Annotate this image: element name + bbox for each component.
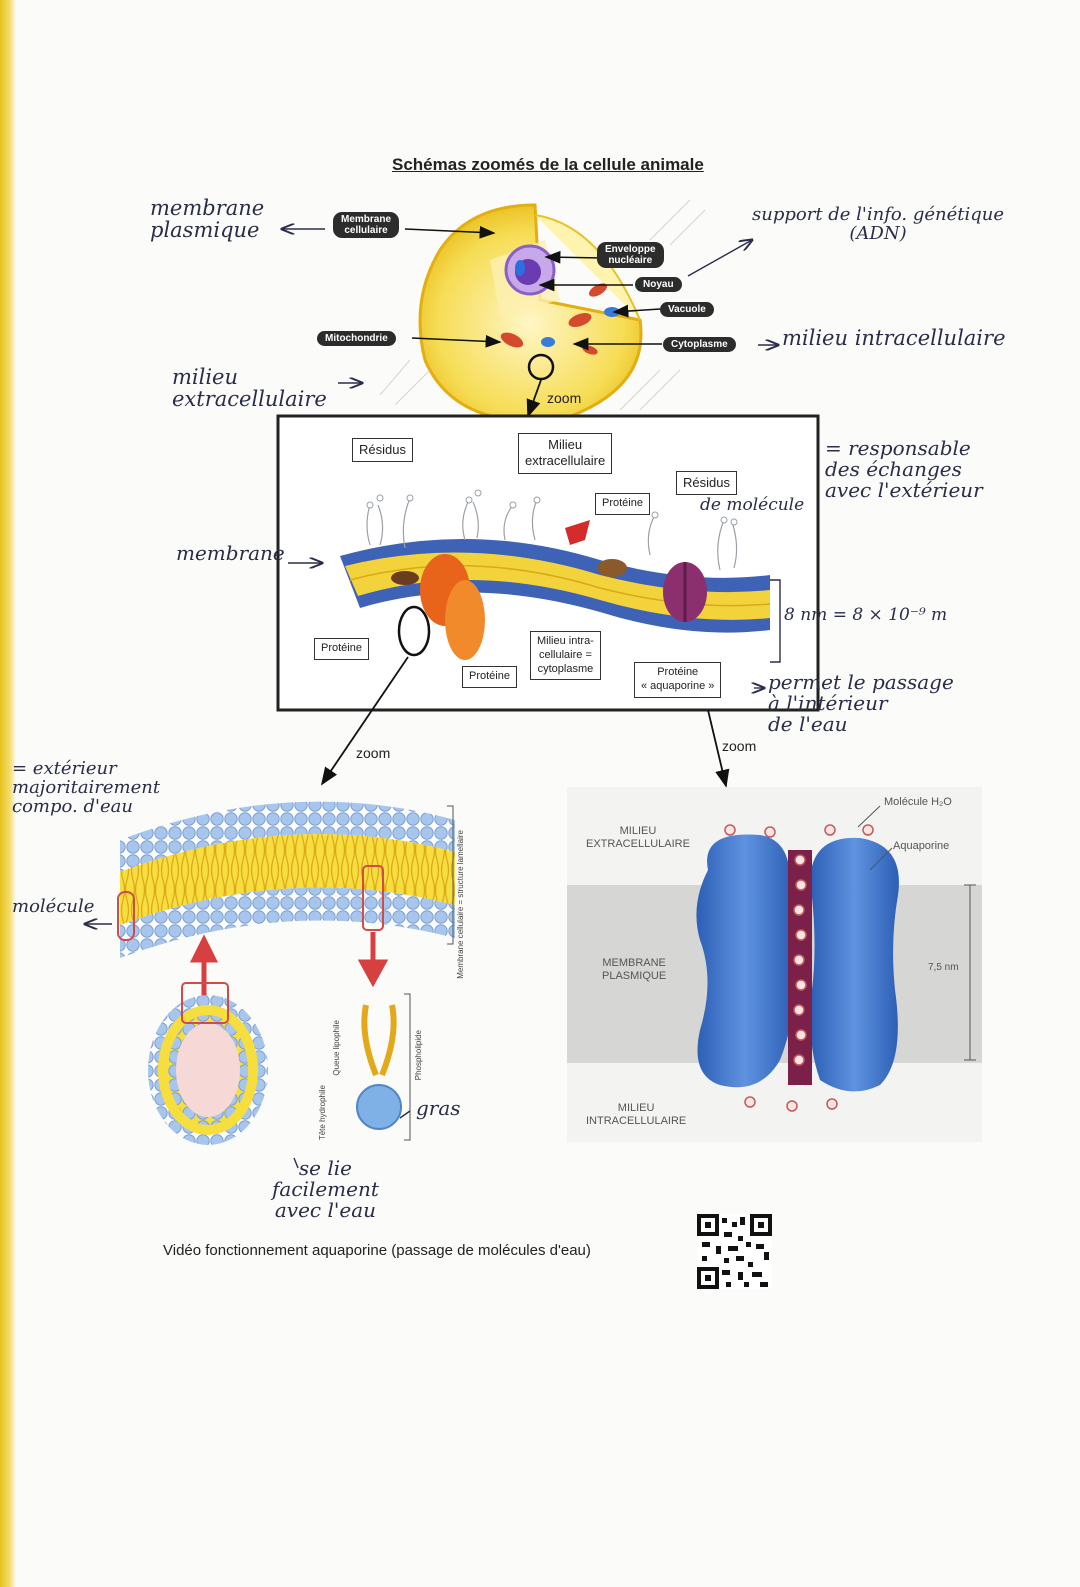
label-vacuole: Vacuole: [660, 302, 714, 317]
note-responsable: = responsable des échanges avec l'extéri…: [825, 436, 983, 502]
box-proteine-mid: Protéine: [462, 666, 517, 688]
label-molecule-h2o: Molécule H₂O: [884, 796, 952, 808]
box-residus-left: Résidus: [352, 438, 413, 463]
box-aquaporine: Protéine « aquaporine »: [634, 662, 722, 698]
bilayer-side-label-1: Membrane cellulaire: [456, 906, 465, 979]
zoom-label-left: zoom: [356, 745, 391, 761]
label-aquaporine: Aquaporine: [893, 840, 950, 852]
zoom-label-cell: zoom: [547, 390, 582, 406]
zoom-label-right: zoom: [722, 738, 757, 754]
box-residus-right: Résidus: [676, 471, 737, 496]
note-permet-passage: permet le passage à l'intérieur de l'eau: [768, 670, 954, 736]
label-thickness: 7,5 nm: [928, 962, 959, 973]
qr-code: [697, 1214, 772, 1289]
label-membrane-plasmique-photo: MEMBRANE PLASMIQUE: [602, 957, 667, 983]
label-cytoplasme: Cytoplasme: [663, 337, 736, 352]
note-membrane-plasmique: membrane plasmique: [150, 196, 265, 243]
label-noyau: Noyau: [635, 277, 682, 292]
bilayer-side-label-2: =: [456, 899, 465, 905]
page-edge: [0, 0, 16, 1587]
note-milieu-intracellulaire: milieu intracellulaire: [782, 326, 1006, 350]
label-membrane-cellulaire: Membrane cellulaire: [333, 212, 400, 238]
box-milieu-intracellulaire: Milieu intra- cellulaire = cytoplasme: [530, 631, 601, 681]
phospholipid-bilayer: [117, 801, 455, 958]
note-gras: gras: [416, 1096, 461, 1120]
box-proteine-left: Protéine: [314, 638, 369, 660]
label-milieu-extracellulaire-photo: MILIEU EXTRACELLULAIRE: [586, 825, 690, 851]
label-tete-hydrophile: Tête hydrophile: [318, 1085, 327, 1141]
page-title: Schémas zoomés de la cellule animale: [392, 155, 704, 174]
label-enveloppe-nucleaire: Enveloppe nucléaire: [597, 242, 664, 268]
label-milieu-intracellulaire-photo: MILIEU INTRACELLULAIRE: [586, 1102, 687, 1128]
note-se-lie: se lie facilement avec l'eau: [272, 1156, 379, 1222]
video-caption: Vidéo fonctionnement aquaporine (passage…: [163, 1242, 591, 1259]
label-mitochondrie: Mitochondrie: [317, 331, 396, 346]
note-exterieur: = extérieur majoritairement compo. d'eau: [12, 758, 161, 817]
note-support-adn: support de l'info. génétique (ADN): [752, 204, 1005, 244]
bilayer-side-labels: Membrane cellulaire = structure lamellai…: [456, 830, 470, 979]
label-phospholipide: Phospholipide: [414, 1030, 423, 1081]
bilayer-side-label-3: structure lamellaire: [456, 830, 465, 898]
vesicle: [148, 982, 268, 1145]
note-molecule: molécule: [12, 896, 95, 917]
note-membrane: membrane: [176, 541, 285, 565]
box-proteine-top: Protéine: [595, 493, 650, 515]
note-de-molecule: de molécule: [700, 495, 805, 515]
box-milieu-extracellulaire: Milieu extracellulaire: [518, 433, 613, 474]
note-epaisseur: 8 nm = 8 × 10⁻⁹ m: [784, 605, 948, 625]
aquaporin-channel: [696, 834, 899, 1092]
phospholipid: [356, 993, 411, 1141]
water-molecules: [724, 824, 874, 1112]
membrane-section: [340, 489, 771, 660]
label-queue-lipophile: Queue lipophile: [332, 1020, 341, 1076]
note-milieu-extracellulaire: milieu extracellulaire: [172, 365, 327, 412]
animal-cell: [379, 199, 706, 423]
